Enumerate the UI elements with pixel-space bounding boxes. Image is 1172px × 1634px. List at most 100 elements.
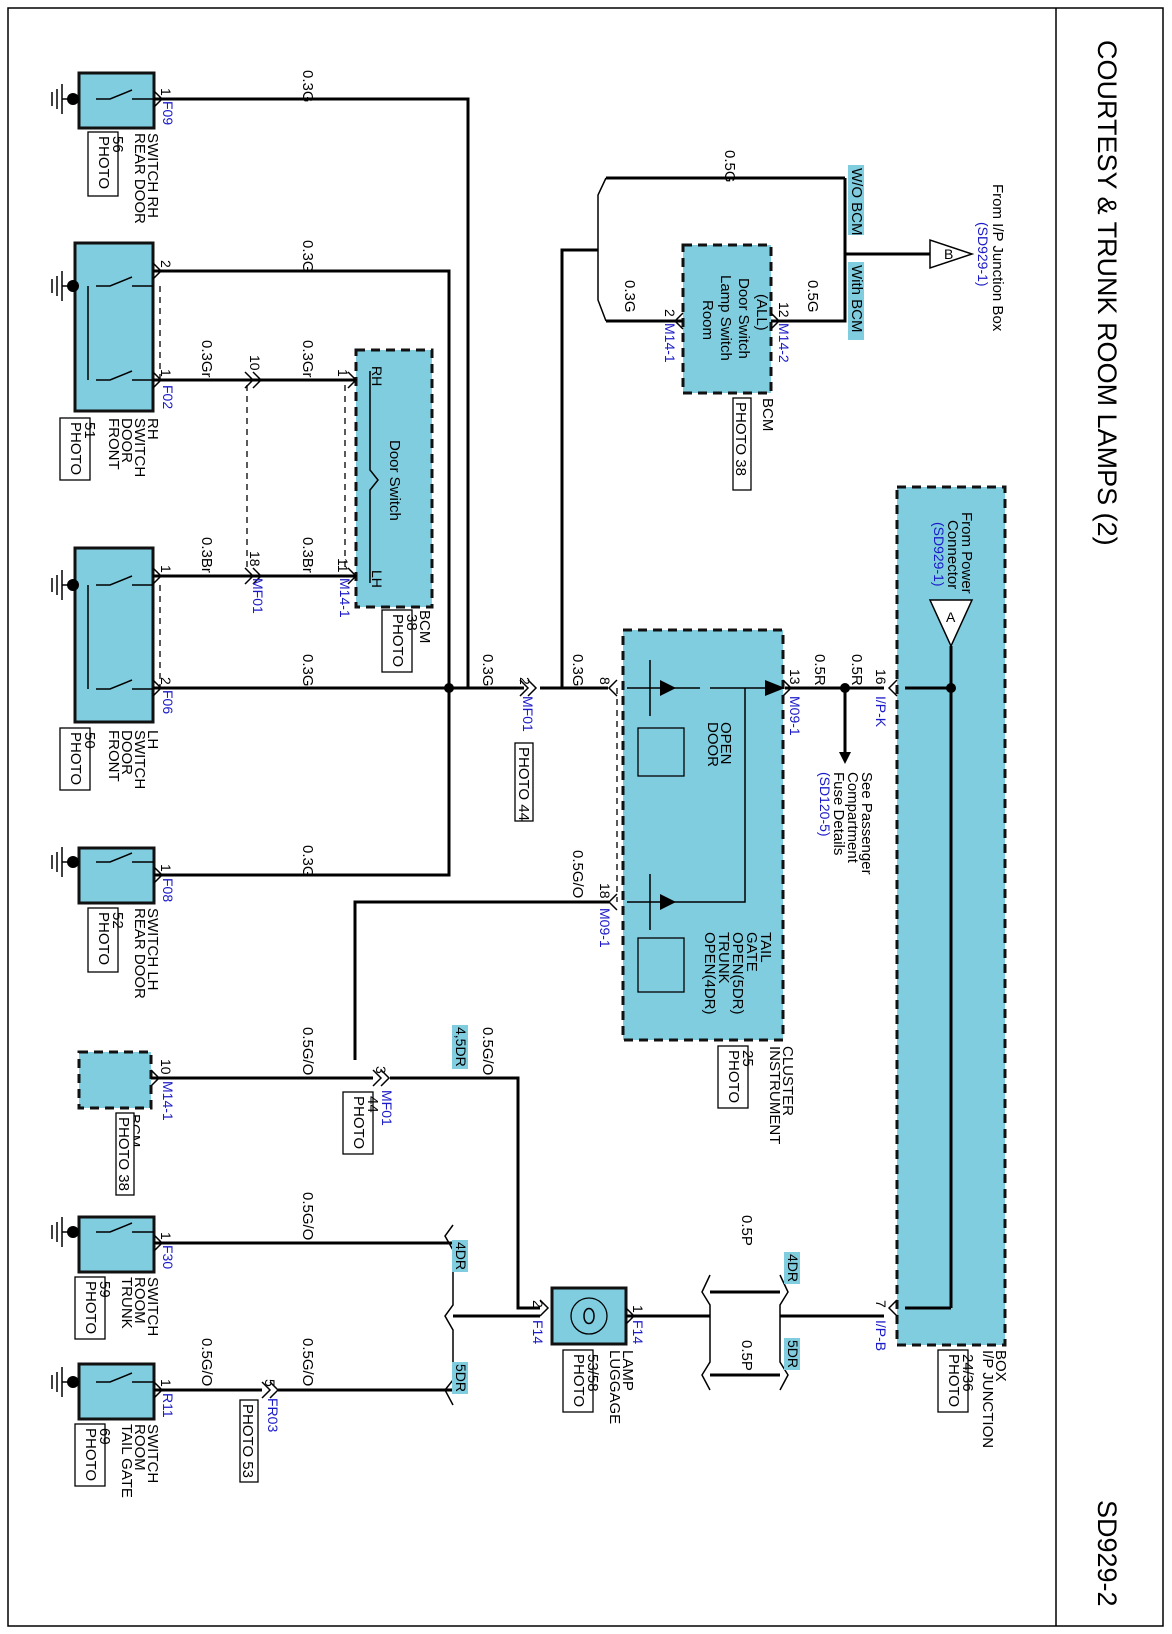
bcm-room-text-1: Room [699,300,716,340]
wire-label: 0.3Br [198,537,215,573]
diagram-label: F06 [160,690,176,714]
led-icon [660,680,676,696]
diagram-label: (SD929-1) [975,222,991,287]
diagram-label: PHOTO [350,1096,367,1149]
diagram-label: RH [144,418,161,440]
diagram-label: (SD929-1) [931,522,947,587]
diagram-label: 2 [158,677,174,685]
wire-label: 0.5G/O [569,850,586,898]
diode-icon [765,680,785,696]
diagram-id: SD929-2 [1092,1500,1122,1607]
pin-numbers: 1 2 1 1 2 1 10 1 1 10 18 1 11 2 3 5 8 18… [158,88,889,1387]
bcm-room-text-3: Door Switch [735,278,752,359]
diagram-label: 2 [662,309,678,317]
bcm-room-text-2: Lamp Switch [717,275,734,361]
diagram-label: 11 [335,558,351,573]
diagram-label: 13 [787,669,803,685]
tag-wo-bcm: W/O BCM [848,168,865,236]
diagram-label: I/P-K [873,696,889,728]
diagram-label: F14 [630,1320,646,1344]
source-notes: From I/P Junction Box (SD929-1) From Pow… [817,184,1006,875]
diagram-label: FR03 [265,1398,281,1432]
cluster-icons [637,680,785,993]
diagram-label: 1 [630,1305,646,1313]
tag-5dr-p: 5DR [785,1340,801,1368]
diagram-label: SWITCH RH [144,133,161,218]
diagram-label: SWITCH LH [144,908,161,991]
diagram-label: 10 [247,355,263,371]
bcm-rh-label: RH [369,366,385,386]
diagram-label: Fuse Details [830,772,847,855]
terminal-b-icon [929,238,975,270]
bcm-bracket [369,371,379,583]
diagram-label: PHOTO [95,912,112,965]
diagram-label: BCM [416,610,433,643]
diagram-label: LUGGAGE [606,1350,623,1424]
diagram-label: PHOTO 44 [515,747,532,821]
switch-symbols [51,71,156,1421]
diagram-label: Connector [944,520,961,589]
front-door-switch-lh [73,546,155,724]
diagram-label: TAIL [757,932,774,963]
bcm-small [77,1050,153,1110]
diagram-label: FRONT [105,418,122,470]
diagram-label: M14-1 [337,578,353,618]
diagram-label: F30 [160,1245,176,1269]
ground-dots [67,93,79,1388]
diagram-label: M14-1 [160,1081,176,1121]
diagram-label: From I/P Junction Box [989,184,1006,332]
diagram-label: R11 [160,1393,176,1418]
diagram-label: M14-1 [662,323,678,363]
diagram-label: ROOM [131,1277,148,1324]
diagram-label: See Passenger [858,772,875,875]
tag-4dr: 4DR [453,1242,469,1270]
diagram-label: OPEN [717,722,734,765]
diagram-label: REAR DOOR [131,133,148,224]
option-forks [444,177,789,1406]
diagram-label: PHOTO [945,1354,962,1407]
diagram-label: PHOTO [570,1354,587,1407]
diagram-label: 59 [96,1281,113,1298]
rear-door-switch-lh [77,846,156,905]
wire-label: 0.5G/O [198,1338,215,1386]
diagram-label: OPEN(4DR) [701,932,718,1015]
diagram-label: I/P JUNCTION [979,1350,996,1448]
filament-icon [583,1307,595,1325]
option-tags [452,165,864,1394]
diagram-label: PHOTO 38 [115,1117,132,1191]
wire-label: 0.5G [721,150,738,183]
diagram-label: PHOTO 53 [239,1404,256,1478]
tail-gate-room-switch [77,1362,156,1421]
diagram-label: BCM [759,398,776,431]
diagram-label: PHOTO [389,614,406,667]
wire-label: 0.3G [299,70,316,103]
diagram-label: 18 [247,551,263,567]
diagram-label: PHOTO [67,422,84,475]
trunk-room-switch [77,1215,156,1274]
diagram-label: PHOTO [95,136,112,189]
page-title: COURTESY & TRUNK ROOM LAMPS (2) [1092,40,1122,546]
diagram-label: 38 [403,614,420,631]
diagram-label: 10 [158,1059,174,1075]
diagram-label: FRONT [105,730,122,782]
diagram-label: M09-1 [787,696,803,736]
diagram-label: DOOR [118,418,135,463]
tag-5dr: 5DR [453,1364,469,1392]
diagram-label: 53/58 [584,1354,601,1392]
wire-label: 0.3G [299,654,316,687]
diagram-label: F08 [160,878,176,902]
diagram-label: SWITCH [131,418,148,477]
wire-label: 0.5G/O [299,1027,316,1075]
wire-label: 0.3G [621,280,638,313]
diagram-label: LH [144,730,161,749]
diagram-label: From Power [958,512,975,594]
diagram-label: 1 [158,864,174,872]
wire-label: 0.3G [479,654,496,687]
diagram-label: 18 [597,883,613,899]
diagram-label: PHOTO [82,1281,99,1334]
diagram-label: 1 [335,369,351,377]
diagram-label: 12 [776,302,792,318]
wire-label: 0.5P [738,1340,755,1371]
diagram-label: TAIL GATE [118,1424,135,1498]
diagram-label: DOOR [118,730,135,775]
